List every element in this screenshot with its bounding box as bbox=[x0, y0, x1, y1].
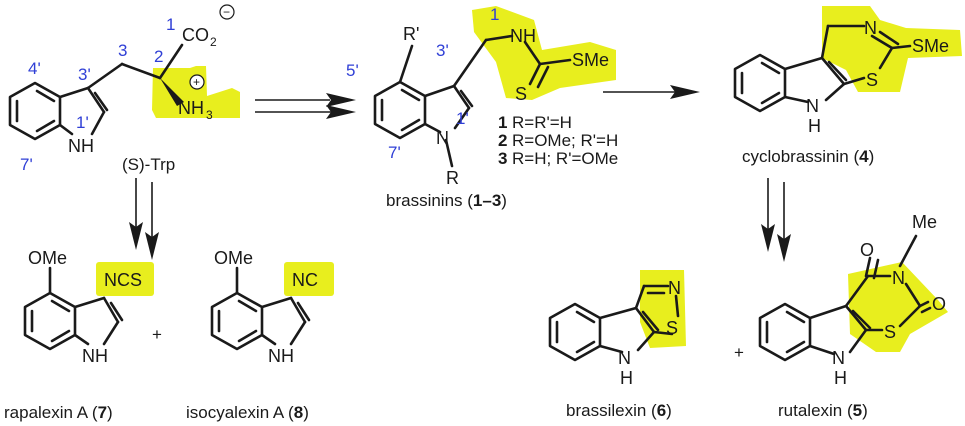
trp-num-1p: 1' bbox=[76, 113, 89, 132]
cyclobrassinin-h-label: H bbox=[808, 116, 821, 136]
trp-nh3-label: NH bbox=[178, 98, 204, 118]
brassinin-rp-label: R' bbox=[403, 24, 419, 44]
brassilexin-name: brassilexin (6) bbox=[566, 401, 672, 420]
arrow-trp-to-rapalexin bbox=[129, 178, 159, 260]
rapalexin-ncs-label: NCS bbox=[104, 270, 142, 290]
brassinin-nh-label: NH bbox=[510, 26, 536, 46]
brassinin-s-label: S bbox=[515, 84, 527, 104]
brassilexin-n-ring-label: N bbox=[618, 348, 631, 368]
rapalexin-structure: OMe NCS NH rapalexin A (7) bbox=[4, 248, 154, 422]
brassinin-num-3p: 3' bbox=[436, 41, 449, 60]
variant-3-id: 3 bbox=[498, 149, 507, 168]
variant-2-text: R=OMe; R'=H bbox=[512, 131, 618, 150]
rutalexin-o-top-label: O bbox=[860, 240, 874, 260]
arrow-cyclobrassinin-to-products bbox=[761, 178, 791, 262]
isocyalexin-name: isocyalexin A (8) bbox=[186, 403, 309, 422]
rutalexin-n-ring-label: N bbox=[832, 348, 845, 368]
rapalexin-nh-label: NH bbox=[82, 346, 108, 366]
arrow-trp-to-brassinins bbox=[255, 93, 356, 119]
cyclobrassinin-structure: N S SMe N H cyclobrassinin (4) bbox=[733, 6, 962, 166]
rapalexin-ome-label: OMe bbox=[28, 248, 67, 268]
variant-1-id: 1 bbox=[498, 113, 507, 132]
rapalexin-name: rapalexin A (7) bbox=[4, 403, 113, 422]
isocyalexin-nc-label: NC bbox=[292, 270, 318, 290]
trp-co2-subscript: 2 bbox=[210, 35, 217, 49]
variant-1-text: R=R'=H bbox=[512, 113, 572, 132]
variant-2-id: 2 bbox=[498, 131, 507, 150]
trp-name: (S)-Trp bbox=[122, 155, 175, 174]
brassilexin-s-label: S bbox=[666, 318, 678, 338]
trp-num-4p: 4' bbox=[28, 59, 41, 78]
trp-num-3: 3 bbox=[118, 41, 127, 60]
rutalexin-o-right-label: O bbox=[932, 294, 946, 314]
rutalexin-n-label: N bbox=[892, 268, 905, 288]
brassinin-r-label: R bbox=[446, 168, 459, 188]
trp-minus-charge: − bbox=[223, 5, 230, 19]
cyclobrassinin-n-label: N bbox=[864, 18, 877, 38]
brassilexin-n-label: N bbox=[668, 278, 681, 298]
tryptophan-structure: NH CO 2 − NH 3 + 1 2 3 3' 4' 1' 7' (S)-T… bbox=[8, 4, 240, 174]
isocyalexin-structure: OMe NC NH isocyalexin A (8) bbox=[186, 248, 334, 422]
plus-sign-right: + bbox=[734, 343, 744, 362]
rutalexin-me-label: Me bbox=[912, 212, 937, 232]
trp-num-3p: 3' bbox=[78, 65, 91, 84]
minus-charge-icon bbox=[219, 4, 235, 20]
brassinin-num-1p: 1' bbox=[456, 109, 469, 128]
plus-sign-left: + bbox=[152, 325, 162, 344]
brassilexin-h-label: H bbox=[620, 368, 633, 388]
trp-highlight bbox=[152, 66, 240, 118]
isocyalexin-highlight bbox=[284, 262, 334, 296]
trp-co2-label: CO bbox=[182, 25, 209, 45]
brassinin-structure: R' N R NH SMe S 1 3' 5' 1' 7' 1 R=R'=H 2… bbox=[346, 5, 618, 210]
brassinin-num-7p: 7' bbox=[388, 143, 401, 162]
rapalexin-highlight bbox=[96, 262, 154, 296]
brassinin-n-label: N bbox=[436, 128, 449, 148]
rutalexin-structure: O N Me O S N H rutalexin (5) bbox=[758, 212, 948, 420]
trp-nh-label: NH bbox=[68, 136, 94, 156]
trp-num-1: 1 bbox=[166, 15, 175, 34]
trp-num-2: 2 bbox=[154, 47, 163, 66]
rutalexin-name: rutalexin (5) bbox=[778, 401, 868, 420]
brassinin-num-1: 1 bbox=[490, 5, 499, 24]
brassinin-sme-label: SMe bbox=[572, 50, 609, 70]
brassinins-name: brassinins (1–3) bbox=[386, 191, 507, 210]
cyclobrassinin-n-ring-label: N bbox=[806, 96, 819, 116]
cyclobrassinin-name: cyclobrassinin (4) bbox=[742, 147, 874, 166]
isocyalexin-nh-label: NH bbox=[268, 346, 294, 366]
rutalexin-h-label: H bbox=[834, 368, 847, 388]
brassilexin-structure: N S N H brassilexin (6) bbox=[548, 270, 686, 420]
cyclobrassinin-sme-label: SMe bbox=[912, 36, 949, 56]
variant-3-text: R=H; R'=OMe bbox=[512, 149, 618, 168]
trp-nh3-subscript: 3 bbox=[206, 108, 213, 122]
trp-plus-charge: + bbox=[193, 75, 200, 89]
cyclobrassinin-s-label: S bbox=[866, 70, 878, 90]
brassinin-highlight bbox=[472, 6, 616, 100]
arrow-brassinins-to-cyclobrassinin bbox=[603, 85, 700, 99]
isocyalexin-ome-label: OMe bbox=[214, 248, 253, 268]
plus-charge-icon bbox=[189, 74, 205, 90]
rutalexin-s-label: S bbox=[884, 322, 896, 342]
brassinin-num-5p: 5' bbox=[346, 61, 359, 80]
trp-num-7p: 7' bbox=[20, 155, 33, 174]
